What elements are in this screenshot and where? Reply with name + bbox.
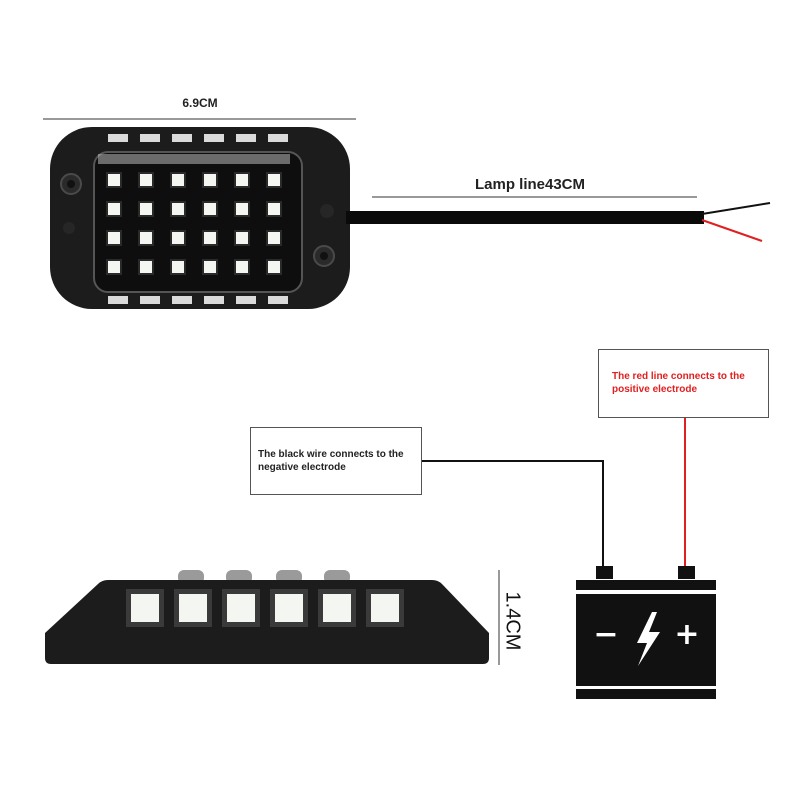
light-pod-front (50, 127, 350, 309)
led-chip-array (98, 168, 290, 284)
top-led-row (108, 134, 288, 142)
light-pod-side (45, 570, 489, 664)
battery-negative-symbol: − (593, 617, 618, 652)
black-wire-end (701, 202, 771, 215)
battery-positive-symbol: + (674, 617, 699, 652)
bottom-led-row (108, 296, 288, 304)
black-leader-line (422, 460, 604, 566)
lamp-line-label: Lamp line43CM (474, 176, 586, 193)
side-led-row (126, 589, 404, 627)
red-line-callout: The red line connects to the positive el… (598, 349, 769, 418)
red-wire-end (701, 219, 763, 242)
height-dimension-label: 1.4CM (501, 591, 524, 651)
lamp-cable (346, 211, 704, 224)
car-battery-icon: − + (576, 566, 716, 699)
width-dimension-label: 6.9CM (182, 96, 218, 110)
black-wire-callout: The black wire connects to the negative … (250, 427, 422, 495)
lightning-bolt-icon (637, 612, 660, 666)
